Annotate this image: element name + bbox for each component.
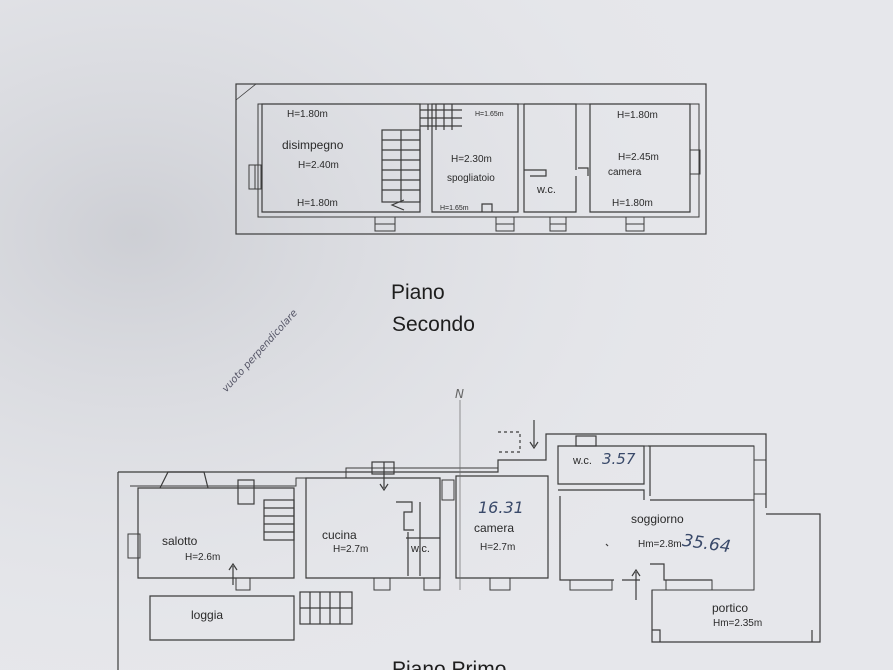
second-floor-title-line2: Secondo xyxy=(392,313,475,336)
second-floor-windows xyxy=(248,149,701,232)
room-label-wc-kitchen: w.c. xyxy=(411,543,430,555)
first-floor-outer-wall xyxy=(117,433,767,670)
room-portico xyxy=(651,513,821,643)
corner-hatch xyxy=(235,83,257,101)
second-floor-title-line1: Piano xyxy=(391,281,445,304)
second-floor-outer-wall xyxy=(235,83,707,235)
wc-first-area-note: 3.57 xyxy=(602,450,636,468)
camera-second-height-mid: H=2.45m xyxy=(618,152,659,163)
room-wc-second xyxy=(523,103,577,213)
salotto-height: H=2.6m xyxy=(185,552,221,563)
north-mark: N xyxy=(455,387,464,401)
disimpegno-height-bottom: H=1.80m xyxy=(297,198,338,209)
first-floor-windows xyxy=(127,459,767,591)
room-wc-first xyxy=(557,445,645,485)
second-floor-plan xyxy=(235,83,707,235)
camera-first-height: H=2.7m xyxy=(480,542,516,553)
room-spogliatoio xyxy=(431,103,519,213)
spogliatoio-height-mid: H=2.30m xyxy=(451,154,492,165)
cucina-height: H=2.7m xyxy=(333,544,369,555)
room-label-wc-first: w.c. xyxy=(573,455,592,467)
room-label-salotto: salotto xyxy=(162,534,198,548)
spogliatoio-height-bottom: H=1.65m xyxy=(440,205,469,212)
room-label-wc-second: w.c. xyxy=(537,184,556,196)
first-floor-plan xyxy=(117,400,821,670)
room-label-disimpegno: disimpegno xyxy=(282,138,344,152)
room-label-soggiorno: soggiorno xyxy=(631,512,684,526)
room-loggia xyxy=(149,595,295,641)
room-label-spogliatoio: spogliatoio xyxy=(447,173,495,184)
room-label-cucina: cucina xyxy=(322,528,357,542)
room-salotto xyxy=(137,487,295,579)
camera-second-height-top: H=1.80m xyxy=(617,110,658,121)
disimpegno-height-top: H=1.80m xyxy=(287,109,328,120)
camera-first-area-note: 16.31 xyxy=(478,498,524,517)
room-camera-second xyxy=(589,103,691,213)
portico-height: Hm=2.35m xyxy=(713,618,763,629)
room-label-portico: portico xyxy=(712,601,749,615)
room-soggiorno xyxy=(558,445,754,581)
second-floor-stair xyxy=(381,104,462,211)
camera-second-height-bottom: H=1.80m xyxy=(612,198,653,209)
room-disimpegno xyxy=(261,103,421,213)
soggiorno-height: Hm=2.8m xyxy=(638,539,682,550)
room-label-loggia: loggia xyxy=(191,608,224,622)
first-floor-title-partial: Piano Primo xyxy=(392,658,507,670)
spogliatoio-height-top: H=1.65m xyxy=(475,111,504,118)
room-label-camera-second: camera xyxy=(608,167,642,178)
room-label-camera-first: camera xyxy=(474,521,515,535)
first-floor-stair-salotto xyxy=(263,499,295,541)
disimpegno-height-mid: H=2.40m xyxy=(298,160,339,171)
first-floor-external-stair xyxy=(299,591,353,625)
room-camera-first xyxy=(455,475,549,579)
